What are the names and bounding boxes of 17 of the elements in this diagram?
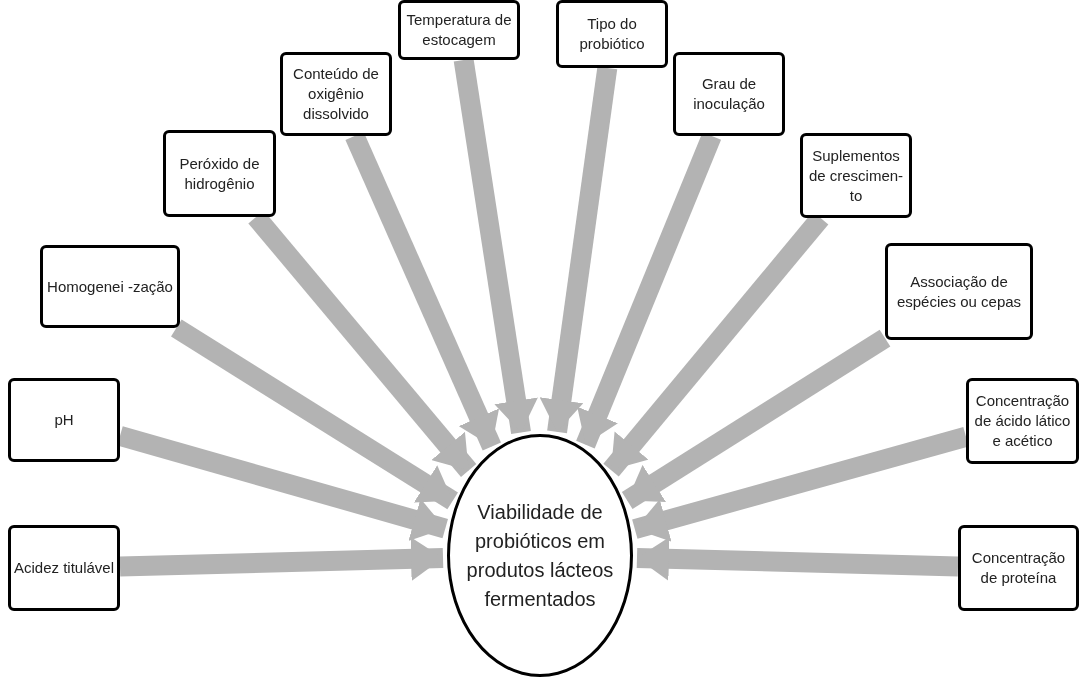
factor-box: Acidez titulável <box>8 525 120 611</box>
factor-box: Concentração de proteína <box>958 525 1079 611</box>
factor-box: Peróxido de hidrogênio <box>163 130 276 217</box>
center-ellipse: Viabilidade de probióticos em produtos lácteos fermentados <box>447 434 633 677</box>
factor-box: Homogenei -zação <box>40 245 180 328</box>
factor-box: Temperatura de estocagem <box>398 0 520 60</box>
arrow <box>539 66 618 434</box>
factor-box: Tipo do probiótico <box>556 0 668 68</box>
factor-box: pH <box>8 378 120 462</box>
factor-box: Associação de espécies ou cepas <box>885 243 1033 340</box>
arrow <box>119 536 444 581</box>
factor-box: Concentração de ácido lático e acético <box>966 378 1079 464</box>
factor-box: Conteúdo de oxigênio dissolvido <box>280 52 392 136</box>
arrow <box>453 58 538 434</box>
factor-box: Suplementos de crescimen- to <box>800 133 912 218</box>
factor-box: Grau de inoculação <box>673 52 785 136</box>
arrow <box>636 536 959 581</box>
